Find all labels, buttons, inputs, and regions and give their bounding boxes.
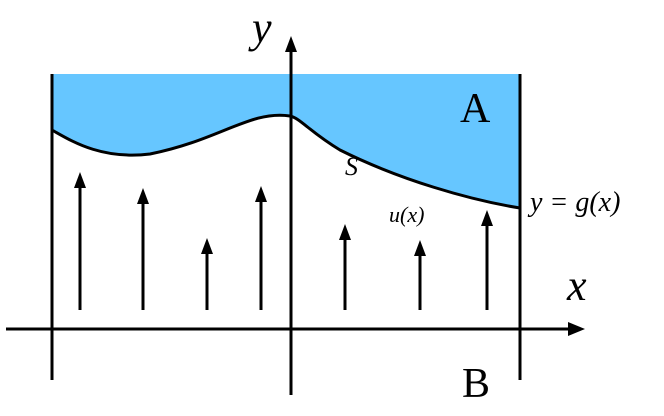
flow-arrowhead xyxy=(201,238,213,254)
boundary-equation-label: y = g(x) xyxy=(527,187,620,218)
flow-arrowhead xyxy=(414,240,426,256)
flow-label: u(x) xyxy=(389,202,424,227)
surface-label: S xyxy=(345,152,358,181)
flow-arrows xyxy=(74,172,493,310)
region-b-label: B xyxy=(462,361,490,407)
y-axis-label: y xyxy=(248,3,272,52)
flow-arrowhead xyxy=(255,186,267,202)
y-axis-arrowhead xyxy=(285,36,297,52)
flow-arrowhead xyxy=(74,172,86,188)
flow-arrowhead xyxy=(339,224,351,240)
flow-arrowhead xyxy=(481,210,493,226)
region-a-label: A xyxy=(460,86,491,132)
x-axis-arrowhead xyxy=(568,322,585,336)
x-axis-label: x xyxy=(566,261,587,310)
flow-arrowhead xyxy=(137,188,149,204)
region-a-fill xyxy=(52,74,520,208)
